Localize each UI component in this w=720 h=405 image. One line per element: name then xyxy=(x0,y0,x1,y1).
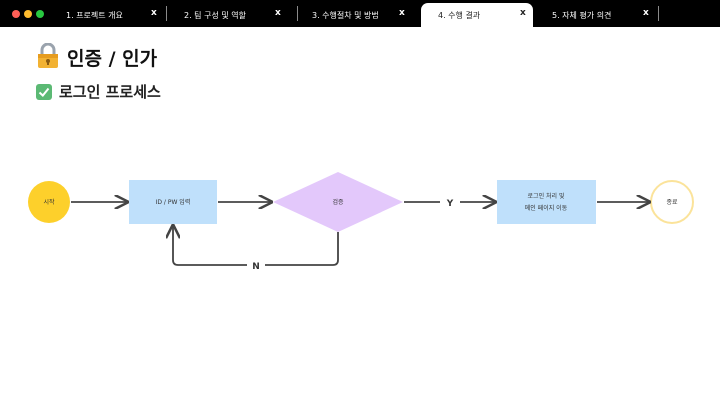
tab-procedure-method[interactable]: 3. 수행절차 및 방법 x xyxy=(300,3,414,27)
tab-separator xyxy=(658,6,659,21)
verify-node xyxy=(273,172,403,232)
process-node xyxy=(497,180,596,224)
end-node xyxy=(650,180,694,224)
close-window-button[interactable] xyxy=(12,10,20,18)
tab-team-roles[interactable]: 2. 팀 구성 및 역할 x xyxy=(172,3,290,27)
tab-label: 5. 자체 평가 의견 xyxy=(552,11,612,20)
end-label: 종료 xyxy=(666,199,678,206)
section-subtitle: 로그인 프로세스 xyxy=(59,83,161,101)
no-label: N xyxy=(252,262,260,272)
process-label-line2: 메인 페이지 이동 xyxy=(525,204,568,212)
tab-separator xyxy=(166,6,167,21)
minimize-window-button[interactable] xyxy=(24,10,32,18)
check-icon xyxy=(36,84,52,100)
start-label: 시작 xyxy=(43,199,55,206)
tab-separator xyxy=(297,6,298,21)
start-node xyxy=(28,181,70,223)
tab-label: 4. 수행 결과 xyxy=(438,11,481,20)
close-icon[interactable]: x xyxy=(275,8,281,18)
input-label: ID / PW 입력 xyxy=(156,198,191,206)
tab-label: 1. 프로젝트 개요 xyxy=(66,11,123,20)
input-node xyxy=(129,180,217,224)
yes-label: Y xyxy=(446,199,454,209)
maximize-window-button[interactable] xyxy=(36,10,44,18)
process-label-line1: 로그인 처리 및 xyxy=(528,192,565,200)
tab-label: 2. 팀 구성 및 역할 xyxy=(184,11,246,20)
tab-self-evaluation[interactable]: 5. 자체 평가 의견 x xyxy=(540,3,658,27)
close-icon[interactable]: x xyxy=(399,8,405,18)
edge-verify-no-left xyxy=(173,226,247,266)
page-title: 인증 / 인가 xyxy=(67,48,158,70)
verify-label: 검증 xyxy=(332,199,344,206)
tab-results[interactable]: 4. 수행 결과 x xyxy=(421,3,533,27)
lock-icon xyxy=(38,43,58,68)
tab-label: 3. 수행절차 및 방법 xyxy=(312,11,379,20)
close-icon[interactable]: x xyxy=(643,8,649,18)
tab-bar: 1. 프로젝트 개요 x 2. 팀 구성 및 역할 x 3. 수행절차 및 방법… xyxy=(0,0,720,27)
close-icon[interactable]: x xyxy=(520,8,526,18)
tab-project-overview[interactable]: 1. 프로젝트 개요 x xyxy=(54,3,166,27)
edge-verify-no-right xyxy=(265,232,339,266)
close-icon[interactable]: x xyxy=(151,8,157,18)
